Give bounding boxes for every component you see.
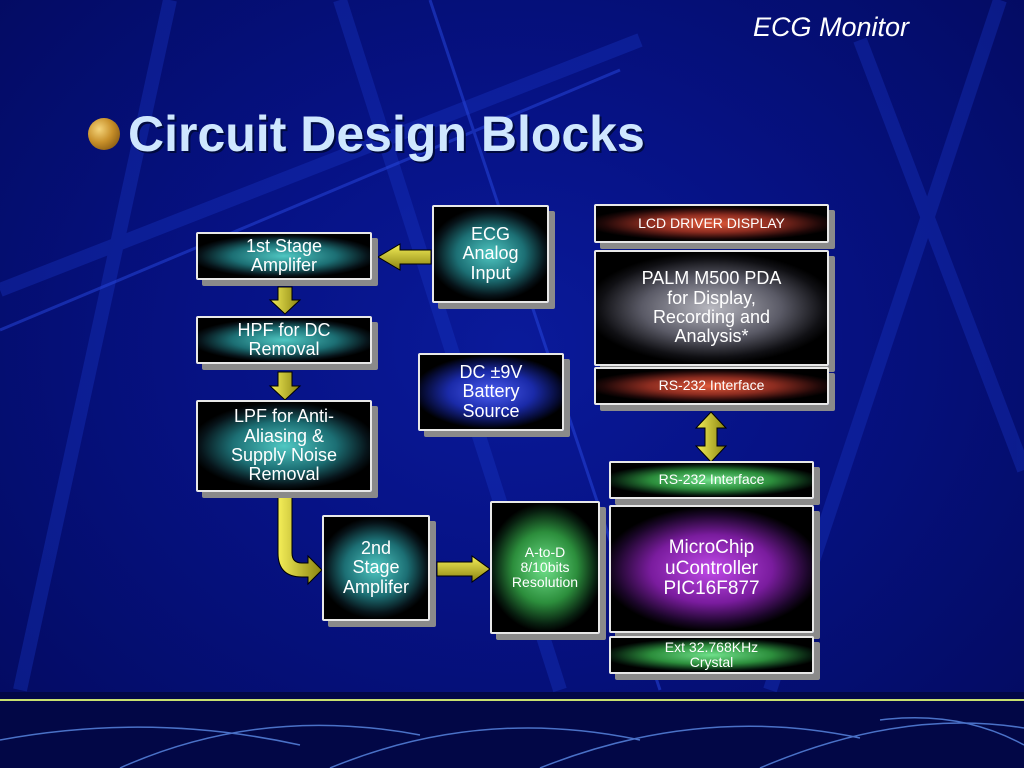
- arrow-stage1-to-hpf: [268, 286, 302, 315]
- block-lcd-driver-display: LCD DRIVER DISPLAY: [594, 204, 829, 243]
- title-row: Circuit Design Blocks: [88, 105, 645, 163]
- arrow-rs232-bidirectional: [694, 411, 728, 463]
- page-title: Circuit Design Blocks: [128, 106, 645, 162]
- block-a-to-d-converter: A-to-D 8/10bits Resolution: [490, 501, 600, 634]
- block-2nd-stage-amplifier: 2nd Stage Amplifer: [322, 515, 430, 621]
- arrow-hpf-to-lpf: [268, 371, 302, 401]
- block-1st-stage-amplifier: 1st Stage Amplifer: [196, 232, 372, 280]
- arrow-lpf-to-stage2: [277, 493, 323, 586]
- block-hpf-dc-removal: HPF for DC Removal: [196, 316, 372, 364]
- header-title: ECG Monitor: [752, 12, 909, 42]
- block-external-crystal: Ext 32.768KHz Crystal: [609, 636, 814, 674]
- bullet-icon: [88, 118, 120, 150]
- footer-band: [0, 692, 1024, 768]
- block-rs232-interface-mcu: RS-232 Interface: [609, 461, 814, 499]
- block-rs232-interface-pda: RS-232 Interface: [594, 367, 829, 405]
- block-palm-pda: PALM M500 PDA for Display, Recording and…: [594, 250, 829, 366]
- block-battery-source: DC ±9V Battery Source: [418, 353, 564, 431]
- block-microchip-controller: MicroChip uController PIC16F877: [609, 505, 814, 633]
- block-ecg-analog-input: ECG Analog Input: [432, 205, 549, 303]
- arrow-stage2-to-adc: [436, 555, 491, 583]
- arrow-ecg-to-stage1: [377, 243, 432, 271]
- block-lpf-anti-aliasing: LPF for Anti- Aliasing & Supply Noise Re…: [196, 400, 372, 492]
